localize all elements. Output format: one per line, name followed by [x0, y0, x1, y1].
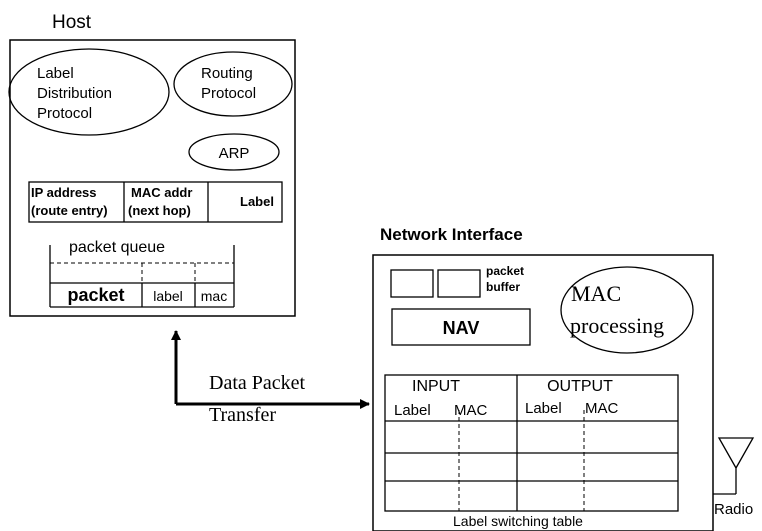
transfer-label-line-1: Data Packet — [209, 372, 306, 394]
arp-ellipse — [188, 133, 280, 171]
arp: ARP — [188, 133, 280, 171]
host-table-col1-line1: IP address — [31, 185, 97, 200]
host-table-col2-line2: (next hop) — [128, 203, 191, 218]
ldp-line-2: Distribution — [37, 85, 112, 102]
nic-title: Network Interface — [380, 225, 523, 244]
ldp-line-1: Label — [37, 65, 74, 82]
ldp-line-3: Protocol — [37, 105, 92, 122]
queue-mac-cell: mac — [201, 288, 227, 304]
switch-table-output-mac-col: MAC — [585, 400, 619, 417]
label-switching-table: INPUT OUTPUT Label MAC Label MAC Label s… — [384, 374, 679, 529]
host-table-col2-line1: MAC addr — [131, 185, 192, 200]
buffer-label-line-1: packet — [486, 264, 524, 278]
label-distribution-protocol: Label Distribution Protocol — [8, 48, 170, 136]
host-table-border — [28, 181, 283, 223]
buffer-slot-1 — [390, 269, 434, 298]
switch-table-caption: Label switching table — [453, 513, 583, 529]
host-table: IP address (route entry) MAC addr (next … — [28, 181, 283, 223]
mac-processing: MAC processing — [560, 266, 694, 354]
routing-protocol: Routing Protocol — [173, 51, 293, 117]
radio-antenna-icon — [717, 437, 755, 494]
switch-table-input-mac-col: MAC — [454, 402, 488, 419]
buffer-label-line-2: buffer — [486, 280, 520, 294]
switch-table-input-label-col: Label — [394, 402, 431, 419]
host-table-col3: Label — [240, 194, 274, 209]
queue-packet-cell: packet — [67, 285, 124, 305]
host-title: Host — [52, 12, 92, 33]
packet-queue: packet queue packet label mac — [49, 239, 235, 308]
switch-table-input-header: INPUT — [412, 378, 460, 395]
ldp-ellipse — [8, 48, 170, 136]
data-packet-transfer: Data Packet Transfer — [171, 330, 370, 426]
switch-table-border — [384, 374, 679, 512]
switch-table-output-header: OUTPUT — [547, 378, 613, 395]
host-table-col1-line2: (route entry) — [31, 203, 108, 218]
arp-label: ARP — [219, 145, 250, 162]
host-box — [9, 39, 296, 317]
nic-box — [372, 254, 714, 531]
routing-ellipse — [173, 51, 293, 117]
queue-label-cell: label — [153, 288, 183, 304]
transfer-label-line-2: Transfer — [209, 404, 276, 426]
nav: NAV — [391, 308, 531, 346]
switch-table-output-label-col: Label — [525, 400, 562, 417]
routing-line-2: Protocol — [201, 85, 256, 102]
radio-label: Radio — [714, 501, 753, 518]
mac-processing-line-1: MAC — [571, 281, 621, 306]
mac-processing-line-2: processing — [570, 313, 664, 338]
radio: Radio — [713, 437, 755, 518]
mac-processing-ellipse — [560, 266, 694, 354]
routing-line-1: Routing — [201, 65, 253, 82]
packet-buffer: packet buffer — [390, 264, 524, 298]
buffer-slot-2 — [437, 269, 481, 298]
nav-box — [391, 308, 531, 346]
nav-label: NAV — [443, 318, 480, 338]
packet-queue-title: packet queue — [69, 239, 165, 256]
